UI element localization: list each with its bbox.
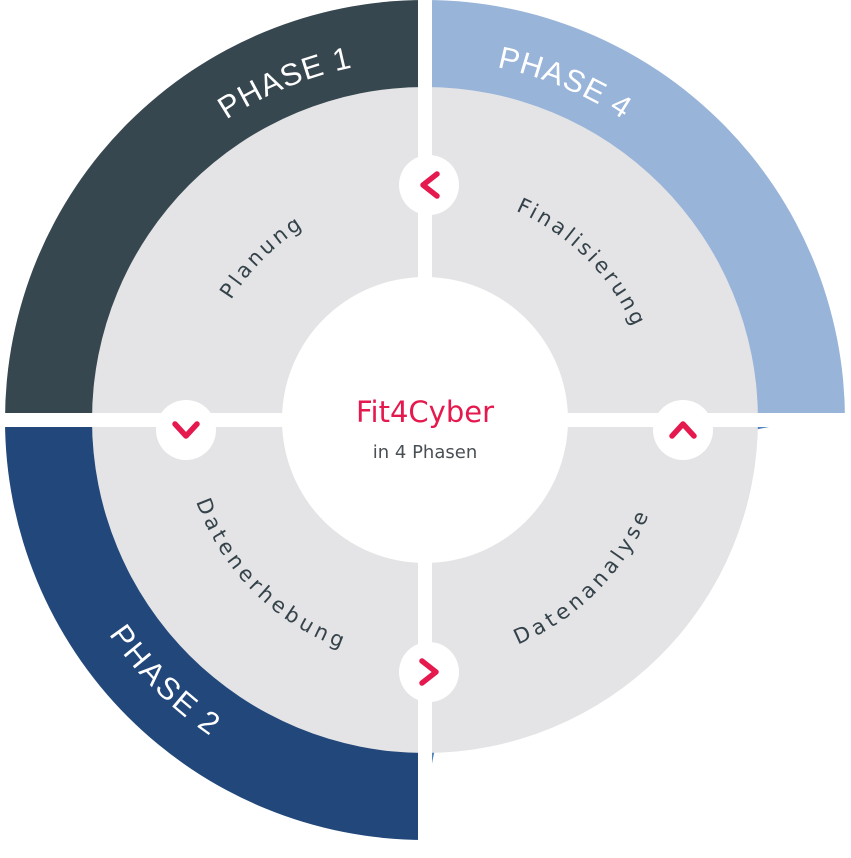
arrow-right-badge xyxy=(653,400,713,460)
center-disc xyxy=(282,277,568,563)
chevron-up-icon xyxy=(669,421,697,439)
center-title: Fit4Cyber xyxy=(356,395,494,429)
arrow-top-badge xyxy=(399,155,459,215)
chevron-left-icon xyxy=(420,171,440,199)
arrow-left-badge xyxy=(156,400,216,460)
chevron-right-icon xyxy=(419,658,439,686)
chevron-down-icon xyxy=(172,421,200,439)
arrow-bottom-badge xyxy=(399,642,459,702)
center-subtitle: in 4 Phasen xyxy=(373,442,477,463)
